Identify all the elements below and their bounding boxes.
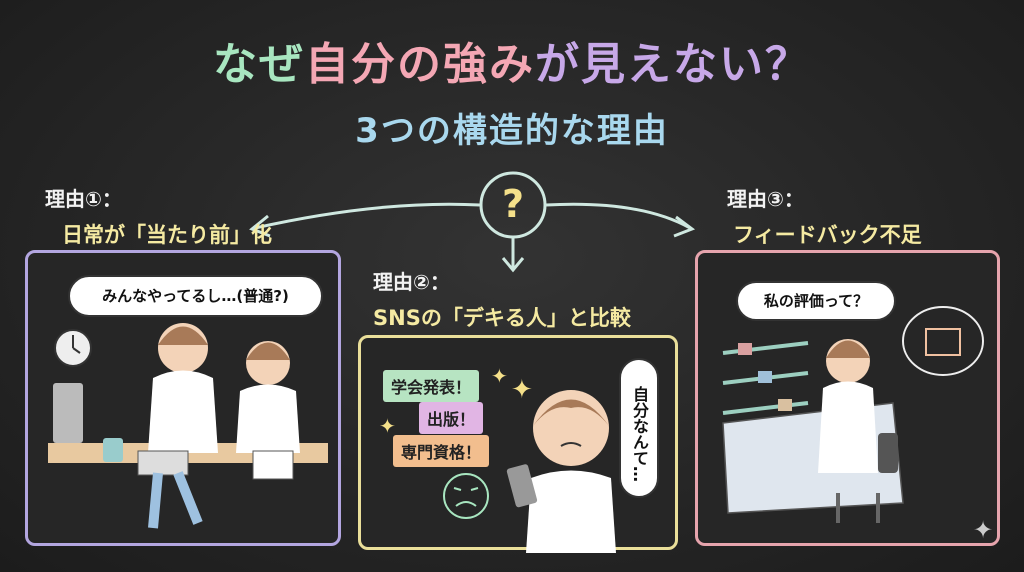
title-part-3: が見えない？ xyxy=(535,39,811,90)
title-part-1: なぜ xyxy=(213,39,305,90)
reason-2-heading: SNSの「デキる人」と比較 xyxy=(373,306,631,330)
box-icon xyxy=(925,328,961,356)
svg-text:✦: ✦ xyxy=(511,375,533,405)
reason-3-speech-bubble: 私の評価って？ xyxy=(736,281,896,321)
reason-3-panel: 私の評価って？ xyxy=(695,250,1000,546)
arrow-right xyxy=(545,202,691,230)
svg-text:✦: ✦ xyxy=(379,414,396,438)
tag-publication: 出版！ xyxy=(419,402,484,434)
comparison-illustration: ✦ ✦ ✦ xyxy=(379,364,616,553)
sparkle-watermark-icon: ✦ xyxy=(973,516,994,544)
reason-3-heading: フィードバック不足 xyxy=(733,223,922,247)
reason-2-panel: 学会発表！ 出版！ 専門資格！ ✦ ✦ ✦ 自分なんて… xyxy=(358,335,678,553)
thought-bubble xyxy=(902,306,984,376)
pharmacist-illustration xyxy=(48,323,328,529)
sparkle-icon: ✦ xyxy=(491,364,508,388)
reason-2-label: 理由②： xyxy=(373,270,450,294)
subtitle: 3つの構造的な理由 xyxy=(355,111,669,151)
reason-1-speech-bubble: みんなやってるし…(普通?) xyxy=(68,275,323,317)
reason-1-label: 理由①： xyxy=(45,187,122,211)
tag-certification: 専門資格！ xyxy=(393,435,490,467)
arrow-left xyxy=(254,202,481,230)
question-mark: ? xyxy=(501,182,525,226)
arrow-down xyxy=(501,237,525,273)
smartphone-icon xyxy=(506,464,538,508)
reason-3-label: 理由③： xyxy=(727,187,804,211)
reason-1-heading: 日常が「当たり前」化 xyxy=(62,223,272,247)
tag-conference: 学会発表！ xyxy=(383,370,480,402)
reason-1-panel: みんなやってるし…(普通?) xyxy=(25,250,341,546)
title-part-2: 自分の強み xyxy=(305,39,535,90)
desk-illustration xyxy=(722,306,984,523)
page-title: なぜ自分の強みが見えない？ xyxy=(0,28,1024,92)
reason-2-speech-bubble: 自分なんて… xyxy=(619,358,659,498)
sad-face-icon xyxy=(443,473,489,519)
